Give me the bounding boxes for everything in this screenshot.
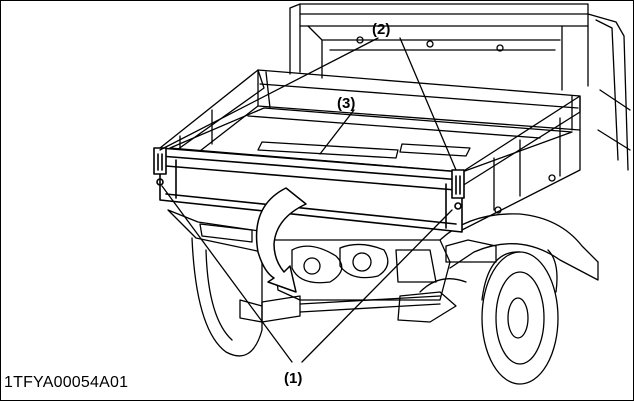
fender-right <box>439 213 599 281</box>
rear-wheel-left <box>191 237 263 357</box>
rear-wheel-right <box>481 249 559 385</box>
drivetrain <box>239 239 467 323</box>
cab-frame <box>289 3 631 171</box>
tailgate <box>159 147 463 233</box>
callout-3: (3) <box>337 95 355 112</box>
callout-1: (1) <box>284 370 302 387</box>
callout-2: (2) <box>372 21 390 38</box>
latch-right <box>451 169 465 210</box>
open-direction-arrow <box>255 187 307 293</box>
figure-code: 1TFYA00054A01 <box>4 374 129 391</box>
leader-lines <box>159 37 457 363</box>
latch-left <box>153 147 167 186</box>
